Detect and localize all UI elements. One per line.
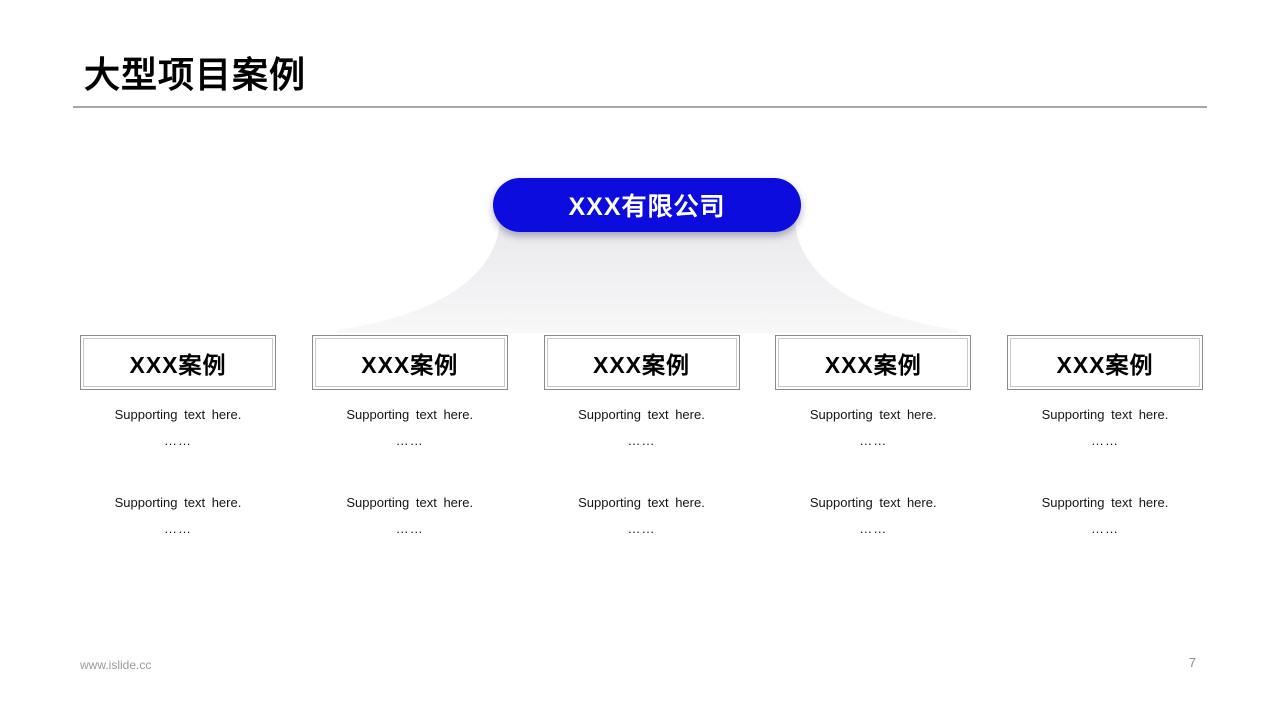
support-block: Supporting text here. ……	[775, 495, 971, 536]
support-text: Supporting text here.	[114, 495, 242, 510]
case-box: XXX案例	[80, 335, 276, 390]
case-box: XXX案例	[775, 335, 972, 390]
case-box-label: XXX案例	[592, 351, 691, 378]
company-pill-label: XXX有限公司	[568, 193, 726, 221]
fan-gradient-shape	[337, 222, 958, 333]
case-box-label: XXX案例	[361, 351, 459, 378]
support-block: Supporting text here. ……	[544, 407, 740, 448]
support-text: Supporting text here.	[1041, 407, 1169, 422]
case-box: XXX案例	[1007, 335, 1203, 390]
ellipsis-text: ……	[164, 521, 192, 536]
page-number: 7	[1188, 655, 1196, 670]
case-box: XXX案例	[311, 335, 508, 390]
support-block: Supporting text here. ……	[1007, 407, 1203, 448]
support-text: Supporting text here.	[346, 495, 474, 510]
support-text: Supporting text here.	[578, 495, 705, 510]
support-text: Supporting text here.	[1041, 495, 1169, 510]
ellipsis-text: ……	[627, 521, 656, 536]
support-block: Supporting text here. ……	[312, 495, 508, 536]
page-title: 大型项目案例	[84, 54, 307, 95]
support-text: Supporting text here.	[346, 407, 474, 422]
support-text: Supporting text here.	[114, 407, 242, 422]
case-box-label: XXX案例	[129, 351, 227, 378]
ellipsis-text: ……	[859, 433, 888, 448]
support-text: Supporting text here.	[809, 495, 937, 510]
case-column: XXX案例 Supporting text here. …… Supportin…	[775, 335, 972, 536]
support-text: Supporting text here.	[809, 407, 937, 422]
footer-url: www.islide.cc	[80, 658, 152, 672]
support-block: Supporting text here. ……	[80, 407, 276, 448]
ellipsis-text: ……	[1091, 433, 1119, 448]
ellipsis-text: ……	[395, 521, 424, 536]
case-box-label: XXX案例	[1056, 351, 1154, 378]
case-column: XXX案例 Supporting text here. …… Supportin…	[80, 335, 276, 536]
case-column: XXX案例 Supporting text here. …… Supportin…	[311, 335, 508, 536]
ellipsis-text: ……	[859, 521, 888, 536]
support-block: Supporting text here. ……	[1007, 495, 1203, 536]
ellipsis-text: ……	[627, 433, 656, 448]
case-column: XXX案例 Supporting text here. …… Supportin…	[1007, 335, 1203, 536]
support-block: Supporting text here. ……	[312, 407, 508, 448]
ellipsis-text: ……	[395, 433, 424, 448]
support-block: Supporting text here. ……	[544, 495, 740, 536]
support-text: Supporting text here.	[578, 407, 705, 422]
support-block: Supporting text here. ……	[775, 407, 971, 448]
case-box-label: XXX案例	[824, 351, 922, 378]
company-pill: XXX有限公司	[493, 178, 801, 232]
ellipsis-text: ……	[1091, 521, 1119, 536]
cases-row: XXX案例 Supporting text here. …… Supportin…	[80, 335, 1203, 536]
title-divider	[73, 106, 1207, 108]
case-box: XXX案例	[543, 335, 740, 390]
case-column: XXX案例 Supporting text here. …… Supportin…	[543, 335, 740, 536]
support-block: Supporting text here. ……	[80, 495, 276, 536]
ellipsis-text: ……	[164, 433, 192, 448]
